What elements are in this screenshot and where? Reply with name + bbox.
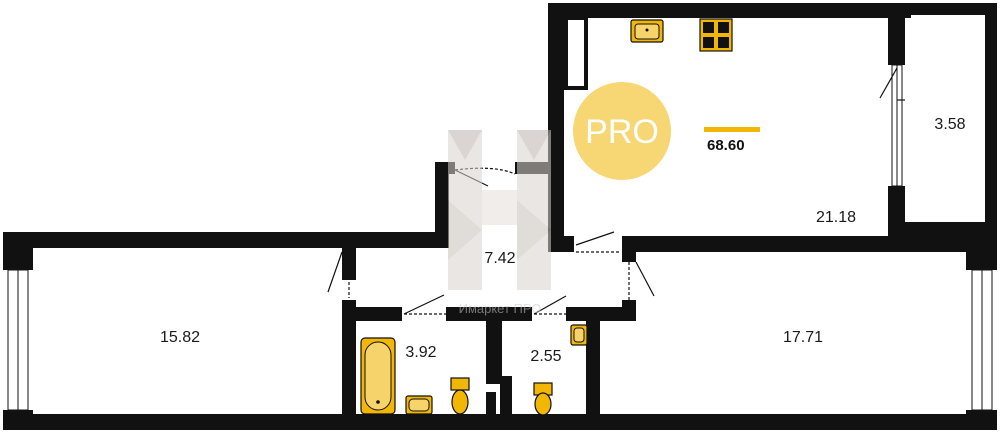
total-area-value: 68.60 (707, 137, 745, 154)
sink-icon (405, 395, 433, 415)
left-bedroom-top-wall (3, 232, 449, 248)
sink-icon (630, 19, 664, 43)
left-bedroom-bottom-wall (3, 414, 356, 430)
balcony-top-wall (905, 3, 997, 15)
bath-top-wall-mid (446, 307, 532, 321)
door-swing-icon (403, 294, 445, 315)
pro-badge-text: PRO (585, 113, 659, 151)
door-swing-icon (533, 295, 567, 315)
watermark-text: Имаркет ПРО (459, 301, 542, 316)
kitchen-top-wall (548, 3, 911, 18)
room-area-bedroom-left: 15.82 (160, 329, 200, 346)
bath-bottom-wall (342, 414, 600, 430)
bath-top-wall-left (342, 307, 402, 321)
total-area-accent-bar (704, 127, 760, 132)
door-swing-icon (879, 67, 898, 99)
balcony-right-wall (985, 3, 997, 238)
kitchen-bottom-wall-left (564, 236, 574, 252)
toilet-icon (533, 382, 553, 416)
partition-notch (486, 376, 512, 384)
room-area-wc: 2.55 (530, 348, 561, 365)
wc-top-wall-right (566, 307, 622, 321)
stove-icon (699, 18, 733, 52)
vent-shaft (564, 16, 588, 90)
toilet-icon (450, 377, 470, 415)
kitchen-right-wall-upper (888, 3, 905, 65)
partition-lower-left (486, 392, 496, 430)
total-area: 68.60 (704, 127, 760, 154)
room-area-kitchen: 21.18 (816, 209, 856, 226)
kitchen-left-wall (548, 3, 564, 252)
pro-badge-circle (573, 82, 671, 180)
right-bedroom-right-wall-upper (966, 236, 997, 270)
left-bedroom-right-wall-lower (342, 300, 356, 430)
windows (7, 64, 993, 411)
hall-left-wall (435, 162, 449, 247)
bathtub-icon (360, 337, 396, 415)
room-area-bathroom: 3.92 (405, 344, 436, 361)
pro-badge: PRO (573, 82, 671, 180)
room-labels: 21.18 3.58 7.42 15.82 17.71 3.92 2.55 (160, 116, 966, 365)
right-bedroom-bottom-wall (586, 414, 997, 430)
door-swing-icon (635, 261, 655, 297)
balcony-bottom-wall (905, 222, 997, 238)
watermark: Имаркет ПРО (448, 130, 551, 316)
door-swing-icon (327, 251, 343, 293)
fixtures (360, 18, 733, 416)
room-area-balcony: 3.58 (934, 116, 965, 133)
left-bedroom-left-wall-upper (3, 232, 33, 270)
bath-wc-partition (486, 321, 502, 376)
right-bedroom-left-wall-top (622, 252, 636, 262)
walls (3, 3, 997, 430)
wc-right-wall (586, 321, 600, 430)
sink-icon (570, 324, 588, 346)
kitchen-bottom-wall-right (622, 236, 990, 252)
door-swing-icon (575, 231, 615, 246)
kitchen-right-wall-lower (888, 186, 905, 246)
right-bedroom-left-wall-mid (622, 300, 636, 321)
room-area-bedroom-right: 17.71 (783, 329, 823, 346)
room-area-hall: 7.42 (484, 250, 515, 267)
